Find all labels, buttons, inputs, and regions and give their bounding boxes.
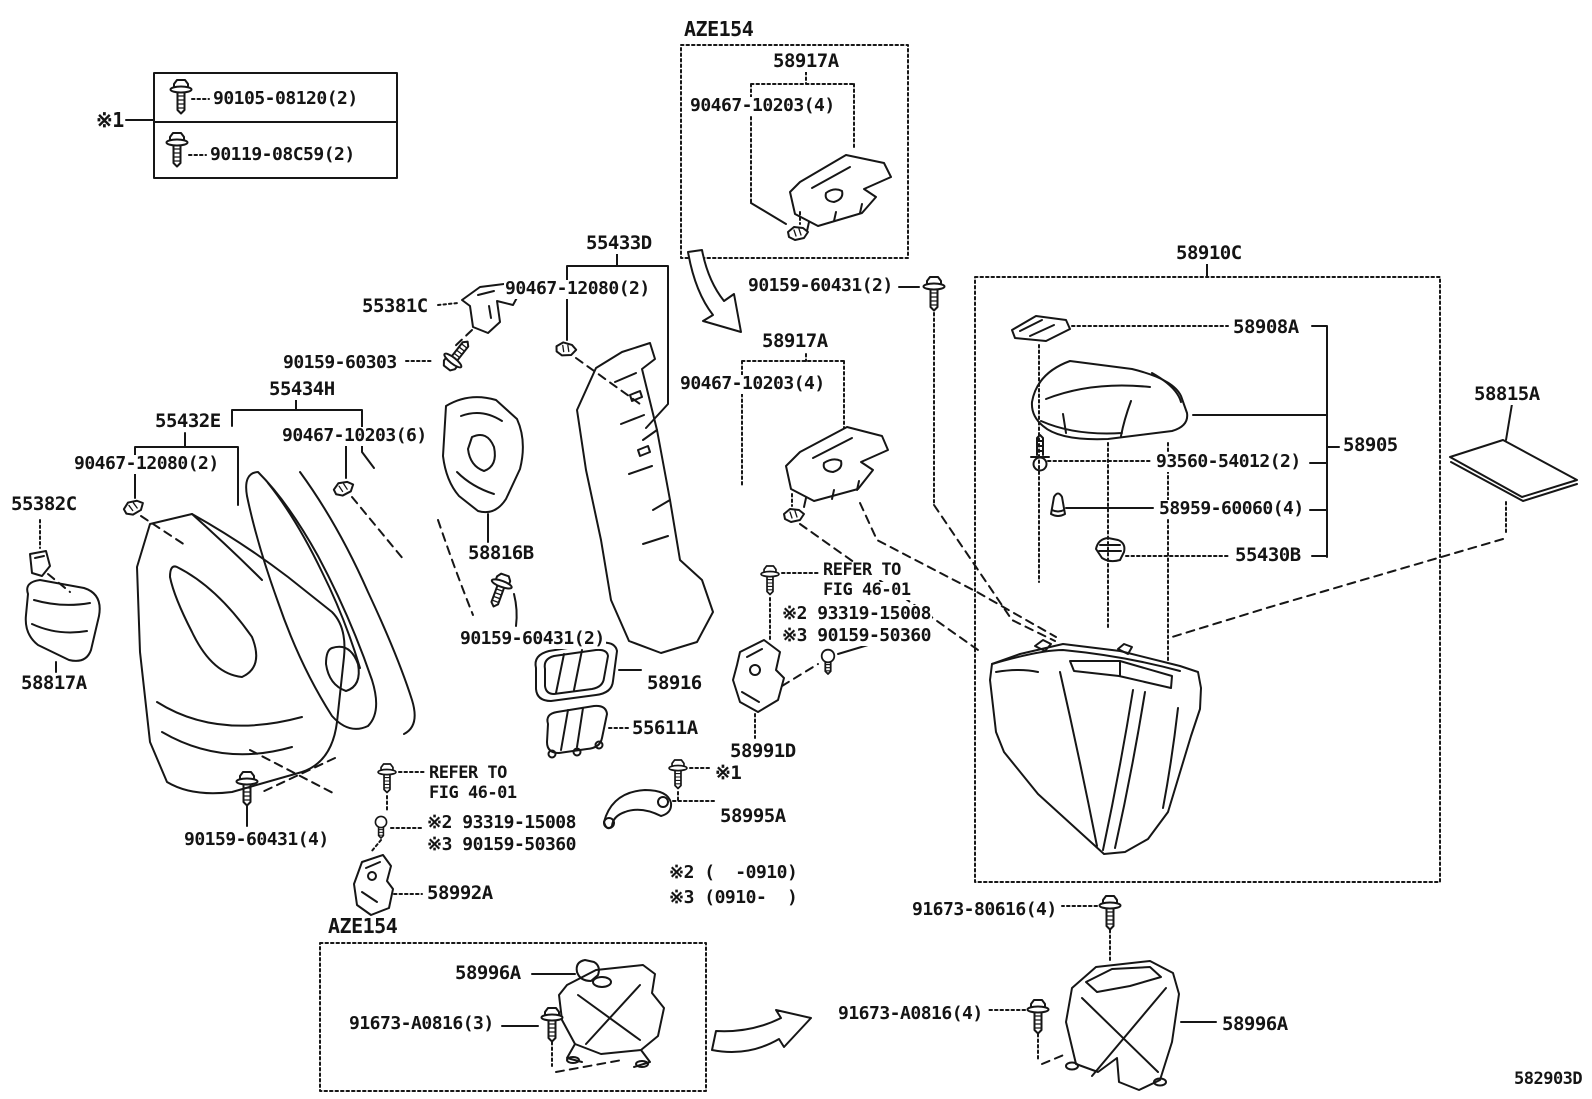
- flow-arrow-right: [711, 1009, 812, 1053]
- ref1-marker: ※1: [95, 108, 125, 132]
- part-drawing-58992a: [353, 854, 394, 916]
- bolt-icon: [922, 276, 946, 312]
- part-label-55430b: 55430B: [1234, 544, 1302, 566]
- box-code-aze154-bottom: AZE154: [327, 914, 399, 938]
- part-label-58815a: 58815A: [1473, 383, 1541, 405]
- bolt-icon: [668, 759, 688, 790]
- part-label-58996a-br: 58996A: [1221, 1013, 1289, 1035]
- part-label-55434h: 55434H: [268, 378, 336, 400]
- bolt-icon: [1026, 999, 1050, 1035]
- clip-icon: [783, 508, 805, 523]
- star1-marker-mid: ※1: [714, 762, 743, 784]
- bolt-icon: [760, 565, 780, 596]
- screw-icon: [374, 815, 388, 839]
- refer-note-left-line1: REFER TO: [428, 763, 508, 783]
- part-label-55432e: 55432E: [154, 410, 222, 432]
- part-label-55433d: 55433D: [585, 232, 653, 254]
- part-label-90159-60303: 90159-60303: [282, 352, 398, 373]
- part-drawing-58996a-bl: [558, 964, 665, 1068]
- part-label-58905: 58905: [1342, 434, 1399, 456]
- part-label-58959-60060: 58959-60060(4): [1158, 498, 1305, 519]
- grommet-icon-55430b: [1095, 537, 1126, 563]
- part-label-91673-a0816-3: 91673-A0816(3): [348, 1013, 495, 1034]
- part-drawing-58991d: [732, 639, 785, 713]
- bolt-icon: [377, 763, 397, 794]
- part-drawing-55432e: [134, 432, 346, 795]
- part-label-90159-60431-4: 90159-60431(4): [183, 829, 330, 850]
- part-drawing-58995a: [603, 789, 715, 830]
- bolt-icon: [1098, 895, 1122, 931]
- part-label-55382c: 55382C: [10, 493, 78, 515]
- callout-box-58910c: [974, 261, 1441, 883]
- part-label-90467-10203-4-top: 90467-10203(4): [689, 95, 836, 116]
- refer-note-left-line2: FIG 46-01: [428, 783, 518, 803]
- part-drawing-58817a: [24, 579, 101, 673]
- bolt-icon: [437, 334, 477, 376]
- note3-left: ※3 90159-50360: [426, 834, 577, 855]
- part-drawing-55382c: [29, 550, 51, 577]
- part-label-90159-60431-2-mid: 90159-60431(2): [459, 628, 606, 649]
- part-label-58917a-mid: 58917A: [761, 330, 829, 352]
- bolt-icon: [540, 1007, 564, 1043]
- note2-left: ※2 93319-15008: [426, 812, 577, 833]
- part-label-90467-12080-l: 90467-12080(2): [73, 453, 220, 474]
- part-drawing-55381c: [461, 282, 521, 334]
- part-drawing-55433d: [566, 252, 714, 654]
- part-label-58995a: 58995A: [719, 805, 787, 827]
- screw-icon-93560: [1030, 434, 1050, 472]
- clip-icon: [331, 478, 357, 499]
- part-label-90467-10203-4-mid: 90467-10203(4): [679, 373, 826, 394]
- part-label-93560-54012: 93560-54012(2): [1155, 451, 1302, 472]
- refer-note-right-line1: REFER TO: [822, 560, 902, 580]
- refer-note-right-line2: FIG 46-01: [822, 580, 912, 600]
- callout-box-aze154-bottom: [319, 942, 707, 1092]
- part-drawing-58996a-br: [1065, 960, 1217, 1091]
- note3-right: ※3 90159-50360: [781, 625, 932, 646]
- part-label-90467-12080-r: 90467-12080(2): [504, 278, 651, 299]
- part-drawing-58917a-top: [789, 154, 892, 232]
- clip-icon: [787, 226, 809, 241]
- part-drawing-58815a: [1449, 403, 1578, 502]
- part-drawing-58908a: [1011, 315, 1071, 342]
- callout-box-aze154-top: [680, 44, 909, 259]
- part-label-58917a-top: 58917A: [772, 50, 840, 72]
- note2-date-range: ※2 ( -0910): [668, 862, 799, 883]
- part-label-90467-10203-6: 90467-10203(6): [281, 425, 428, 446]
- part-label-91673-80616-4: 91673-80616(4): [911, 899, 1058, 920]
- part-label-58910c: 58910C: [1175, 242, 1243, 264]
- part-label-58916: 58916: [646, 672, 703, 694]
- part-label-55381c: 55381C: [361, 295, 429, 317]
- part-label-90119-08c59: 90119-08C59(2): [209, 144, 356, 165]
- clip-icon: [121, 497, 147, 518]
- part-label-90105-08120: 90105-08120(2): [212, 88, 359, 109]
- part-drawing-58917a-mid: [741, 353, 889, 508]
- bolt-icon: [482, 570, 516, 612]
- figure-code: 582903D: [1513, 1069, 1584, 1089]
- part-drawing-58816b: [442, 396, 524, 543]
- clip-icon: [554, 340, 579, 359]
- part-drawing-55434h: [231, 398, 416, 735]
- box-code-aze154-top: AZE154: [683, 17, 755, 41]
- cushion-icon-58959: [1050, 492, 1066, 517]
- part-label-58817a: 58817A: [20, 672, 88, 694]
- part-label-55611a: 55611A: [631, 717, 699, 739]
- part-label-58991d: 58991D: [729, 740, 797, 762]
- part-label-58908a: 58908A: [1232, 316, 1300, 338]
- note3-date-range: ※3 (0910- ): [668, 887, 799, 908]
- part-drawing-console-body: [989, 639, 1202, 855]
- part-drawing-58905-lid: [1030, 360, 1189, 441]
- screw-icon: [820, 648, 836, 675]
- part-label-58816b: 58816B: [467, 542, 535, 564]
- part-label-58992a: 58992A: [426, 882, 494, 904]
- part-label-58996a-bl: 58996A: [454, 962, 522, 984]
- note2-right: ※2 93319-15008: [781, 603, 932, 624]
- part-drawing-58916: [534, 641, 642, 702]
- part-drawing-55611a: [546, 704, 629, 759]
- flow-arrow-down: [687, 249, 742, 333]
- part-label-91673-a0816-4: 91673-A0816(4): [837, 1003, 984, 1024]
- part-label-90159-60431-2-top: 90159-60431(2): [747, 275, 894, 296]
